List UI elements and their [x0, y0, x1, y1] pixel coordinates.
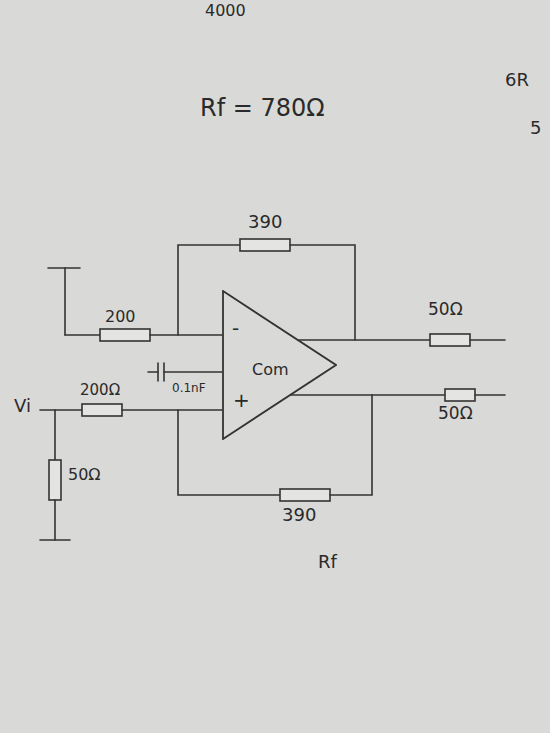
pin-label: Com	[252, 362, 289, 378]
wire	[150, 334, 222, 336]
pin-label: -	[232, 318, 239, 338]
ground-symbol	[48, 267, 80, 269]
op-amp-outline	[223, 291, 336, 439]
component-label: 4000	[205, 2, 246, 20]
resistor-symbol	[430, 334, 470, 346]
wire	[65, 334, 100, 336]
wire	[148, 371, 158, 373]
component-label: 390	[248, 212, 282, 232]
component-label: 6R	[505, 70, 529, 90]
wire	[164, 371, 222, 373]
resistor-symbol	[100, 329, 150, 341]
wire	[291, 394, 445, 396]
wire	[40, 409, 82, 411]
capacitor-symbol	[157, 363, 159, 381]
wire	[54, 500, 56, 540]
component-label: 200	[105, 308, 136, 326]
wire	[64, 268, 66, 335]
pin-label: +	[233, 390, 250, 410]
resistor-symbol	[240, 239, 290, 251]
component-label: 5	[530, 118, 541, 138]
component-label: 50Ω	[68, 466, 101, 484]
component-label: Rf = 780Ω	[200, 95, 325, 121]
wire	[178, 410, 280, 495]
resistor-symbol	[445, 389, 475, 401]
component-label: 50Ω	[438, 404, 473, 423]
op-amp: - Com+	[222, 290, 337, 440]
wire	[290, 245, 355, 340]
component-label: 200Ω	[80, 382, 120, 399]
component-label: 390	[282, 505, 316, 525]
resistor-symbol	[280, 489, 330, 501]
resistor-symbol	[49, 460, 61, 500]
wire	[122, 409, 222, 411]
wire	[299, 339, 430, 341]
component-label: Rf	[318, 552, 337, 572]
wire	[330, 395, 372, 495]
ground-symbol	[40, 539, 70, 541]
resistor-symbol	[82, 404, 122, 416]
component-label: 0.1nF	[172, 382, 206, 395]
wire	[178, 245, 240, 335]
wire	[475, 394, 505, 396]
component-label: Vi	[14, 396, 31, 416]
component-label: 50Ω	[428, 300, 463, 319]
wire	[54, 410, 56, 460]
wire	[470, 339, 505, 341]
